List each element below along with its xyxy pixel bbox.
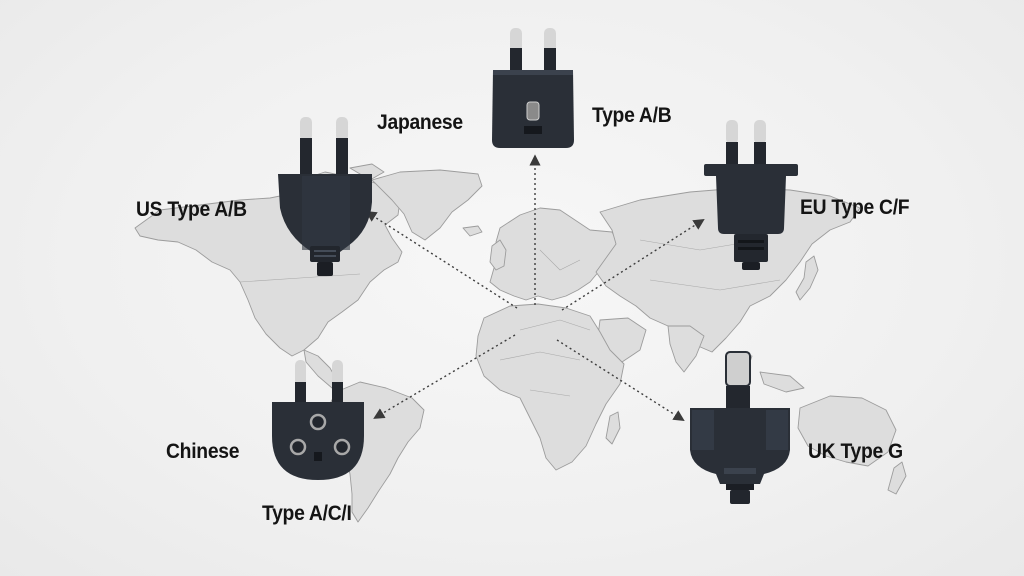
chinese-type-label: Type A/C/I (262, 502, 352, 525)
us-plug-icon (278, 117, 372, 276)
chinese-plug-icon (272, 360, 364, 480)
chinese-label: Chinese (166, 440, 240, 463)
uk-plug-icon (690, 351, 790, 504)
japanese-type-label: Type A/B (592, 104, 672, 127)
japanese-plug-icon (492, 28, 574, 148)
eu-label: EU Type C/F (800, 196, 910, 219)
japanese-label: Japanese (377, 111, 463, 134)
uk-label: UK Type G (808, 440, 903, 463)
eu-plug-icon (704, 120, 798, 270)
us-label: US Type A/B (136, 198, 247, 221)
